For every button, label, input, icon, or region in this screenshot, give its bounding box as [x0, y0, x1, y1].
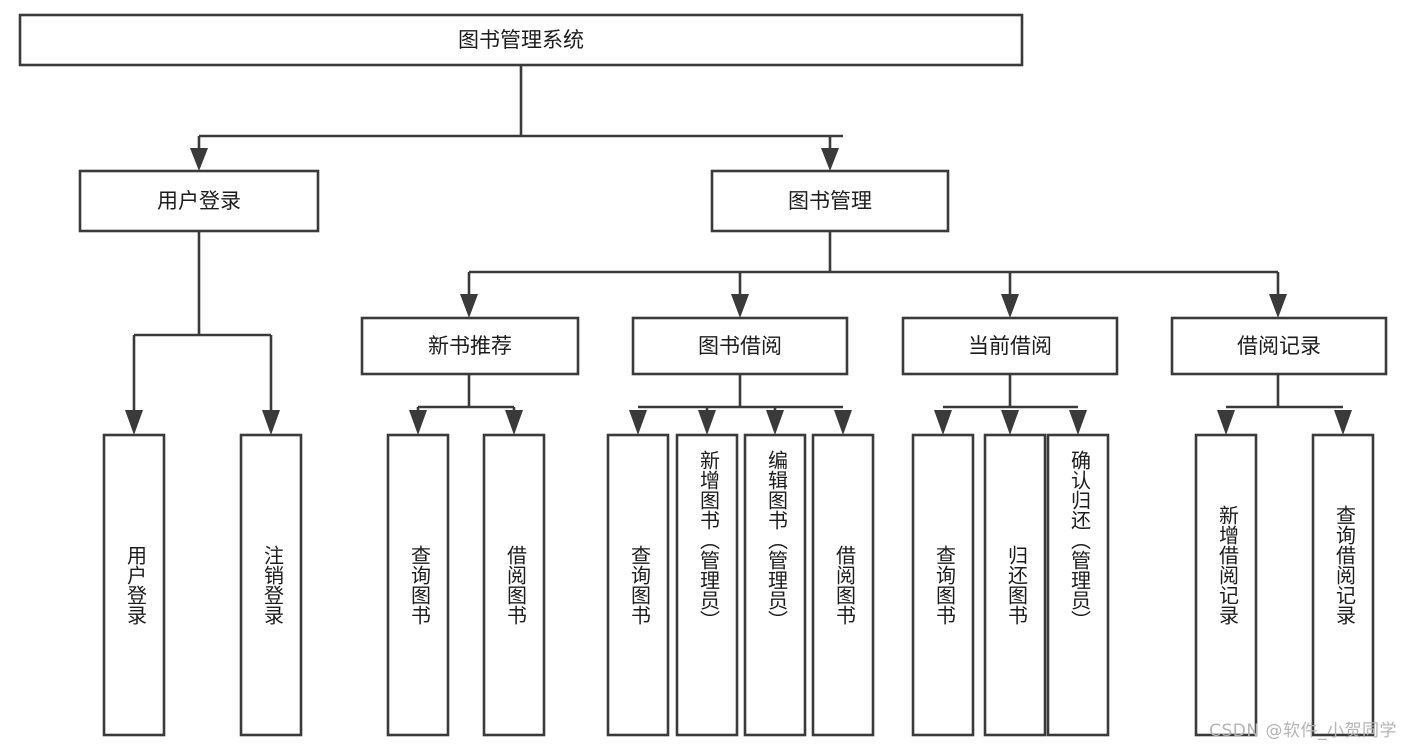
arrow-cb-to-confirm-return [1069, 410, 1087, 435]
node-current-borrow-label: 当前借阅 [968, 334, 1052, 358]
leaf-add-record-box[interactable] [1194, 433, 1258, 737]
node-current-borrow-box[interactable] [901, 316, 1119, 376]
node-user-login[interactable]: 用户登录 [78, 169, 320, 233]
leaf-add-book[interactable]: 新增图书（管理员） [675, 433, 739, 737]
leaf-edit-book-label: 编辑图书（管理员） [765, 450, 789, 630]
node-borrow-record-label: 借阅记录 [1237, 334, 1321, 358]
connector-group-new-book-rec [409, 374, 523, 435]
leaf-confirm-return-box[interactable] [1046, 433, 1110, 737]
leaf-user-login-label: 用户登录 [124, 545, 148, 625]
arrow-bb-to-add-book [698, 410, 716, 435]
leaf-user-login[interactable]: 用户登录 [102, 433, 166, 737]
node-new-book-rec-label: 新书推荐 [428, 334, 512, 358]
arrow-user-login-to-leaf-user-logout [262, 410, 280, 435]
node-book-borrow[interactable]: 图书借阅 [631, 316, 849, 376]
leaf-user-logout-label: 注销登录 [261, 545, 285, 625]
arrow-bb-to-edit-book [766, 410, 784, 435]
arrow-root-to-user-login [190, 148, 208, 171]
arrow-cb-to-query-book [934, 410, 952, 435]
arrow-root-to-book-manage [821, 148, 839, 171]
leaf-user-logout-box[interactable] [239, 433, 303, 737]
arrow-nbr-to-query-book [409, 410, 427, 435]
leaf-query-book-borrow[interactable]: 查询图书 [606, 433, 670, 737]
connector-group-root [190, 65, 843, 171]
connector-group-book-manage [460, 231, 1287, 318]
arrow-br-to-query-record [1334, 410, 1352, 435]
node-book-manage-box[interactable] [710, 169, 950, 233]
node-user-login-box[interactable] [78, 169, 320, 233]
leaf-user-login-box[interactable] [102, 433, 166, 737]
csdn-watermark: CSDN @软件_小贺同学 [1209, 721, 1397, 741]
arrow-user-login-to-leaf-user-login [125, 410, 143, 435]
leaf-query-book-cur-label: 查询图书 [933, 545, 957, 625]
leaf-borrow-book[interactable]: 借阅图书 [811, 433, 875, 737]
node-book-manage-label: 图书管理 [788, 189, 872, 213]
leaf-return-book-label: 归还图书 [1005, 545, 1029, 625]
leaf-add-book-box[interactable] [675, 433, 739, 737]
leaf-borrow-book-rec-label: 借阅图书 [504, 545, 528, 625]
node-root-box[interactable] [18, 13, 1024, 67]
node-root[interactable]: 图书管理系统 [18, 13, 1024, 67]
arrow-bm-to-borrow-record [1269, 294, 1287, 318]
leaf-query-book-cur-box[interactable] [911, 433, 975, 737]
leaf-borrow-book-rec[interactable]: 借阅图书 [482, 433, 546, 737]
node-book-borrow-box[interactable] [631, 316, 849, 376]
connector-group-user-login [125, 231, 280, 435]
leaf-query-book-borrow-box[interactable] [606, 433, 670, 737]
connector-group-book-borrow [629, 374, 852, 435]
leaf-return-book-box[interactable] [983, 433, 1047, 737]
leaf-query-book-borrow-label: 查询图书 [628, 545, 652, 625]
leaf-query-record-box[interactable] [1311, 433, 1375, 737]
arrow-nbr-to-borrow-book [505, 410, 523, 435]
node-root-label: 图书管理系统 [458, 28, 584, 52]
node-borrow-record[interactable]: 借阅记录 [1170, 316, 1388, 376]
leaf-query-record-label: 查询借阅记录 [1333, 505, 1357, 625]
leaf-query-book-cur[interactable]: 查询图书 [911, 433, 975, 737]
leaf-edit-book-box[interactable] [743, 433, 807, 737]
arrow-bb-to-query-book [629, 410, 647, 435]
connector-group-borrow-record [1217, 374, 1352, 435]
node-book-manage[interactable]: 图书管理 [710, 169, 950, 233]
leaf-borrow-book-label: 借阅图书 [833, 545, 857, 625]
arrow-bm-to-new-book-rec [460, 294, 478, 318]
connector-group-current-borrow [934, 374, 1087, 435]
node-new-book-rec-box[interactable] [360, 316, 580, 376]
leaf-add-record-label: 新增借阅记录 [1216, 505, 1240, 625]
leaf-confirm-return[interactable]: 确认归还（管理员） [1046, 433, 1110, 737]
leaf-borrow-book-box[interactable] [811, 433, 875, 737]
arrow-bm-to-book-borrow [731, 294, 749, 318]
node-new-book-rec[interactable]: 新书推荐 [360, 316, 580, 376]
arrow-bm-to-current-borrow [1001, 294, 1019, 318]
leaf-add-book-label: 新增图书（管理员） [697, 450, 721, 630]
arrow-br-to-add-record [1217, 410, 1235, 435]
leaf-user-logout[interactable]: 注销登录 [239, 433, 303, 737]
node-user-login-label: 用户登录 [157, 189, 241, 213]
leaf-confirm-return-label: 确认归还（管理员） [1068, 450, 1092, 630]
leaf-edit-book[interactable]: 编辑图书（管理员） [743, 433, 807, 737]
leaf-borrow-book-rec-box[interactable] [482, 433, 546, 737]
node-book-borrow-label: 图书借阅 [698, 334, 782, 358]
node-current-borrow[interactable]: 当前借阅 [901, 316, 1119, 376]
leaf-query-book-rec[interactable]: 查询图书 [386, 433, 450, 737]
arrow-bb-to-borrow-book [834, 410, 852, 435]
leaf-return-book[interactable]: 归还图书 [983, 433, 1047, 737]
arrow-cb-to-return-book [1001, 410, 1019, 435]
leaf-add-record[interactable]: 新增借阅记录 [1194, 433, 1258, 737]
node-borrow-record-box[interactable] [1170, 316, 1388, 376]
leaf-query-record[interactable]: 查询借阅记录 [1311, 433, 1375, 737]
leaf-query-book-rec-label: 查询图书 [408, 545, 432, 625]
leaf-query-book-rec-box[interactable] [386, 433, 450, 737]
